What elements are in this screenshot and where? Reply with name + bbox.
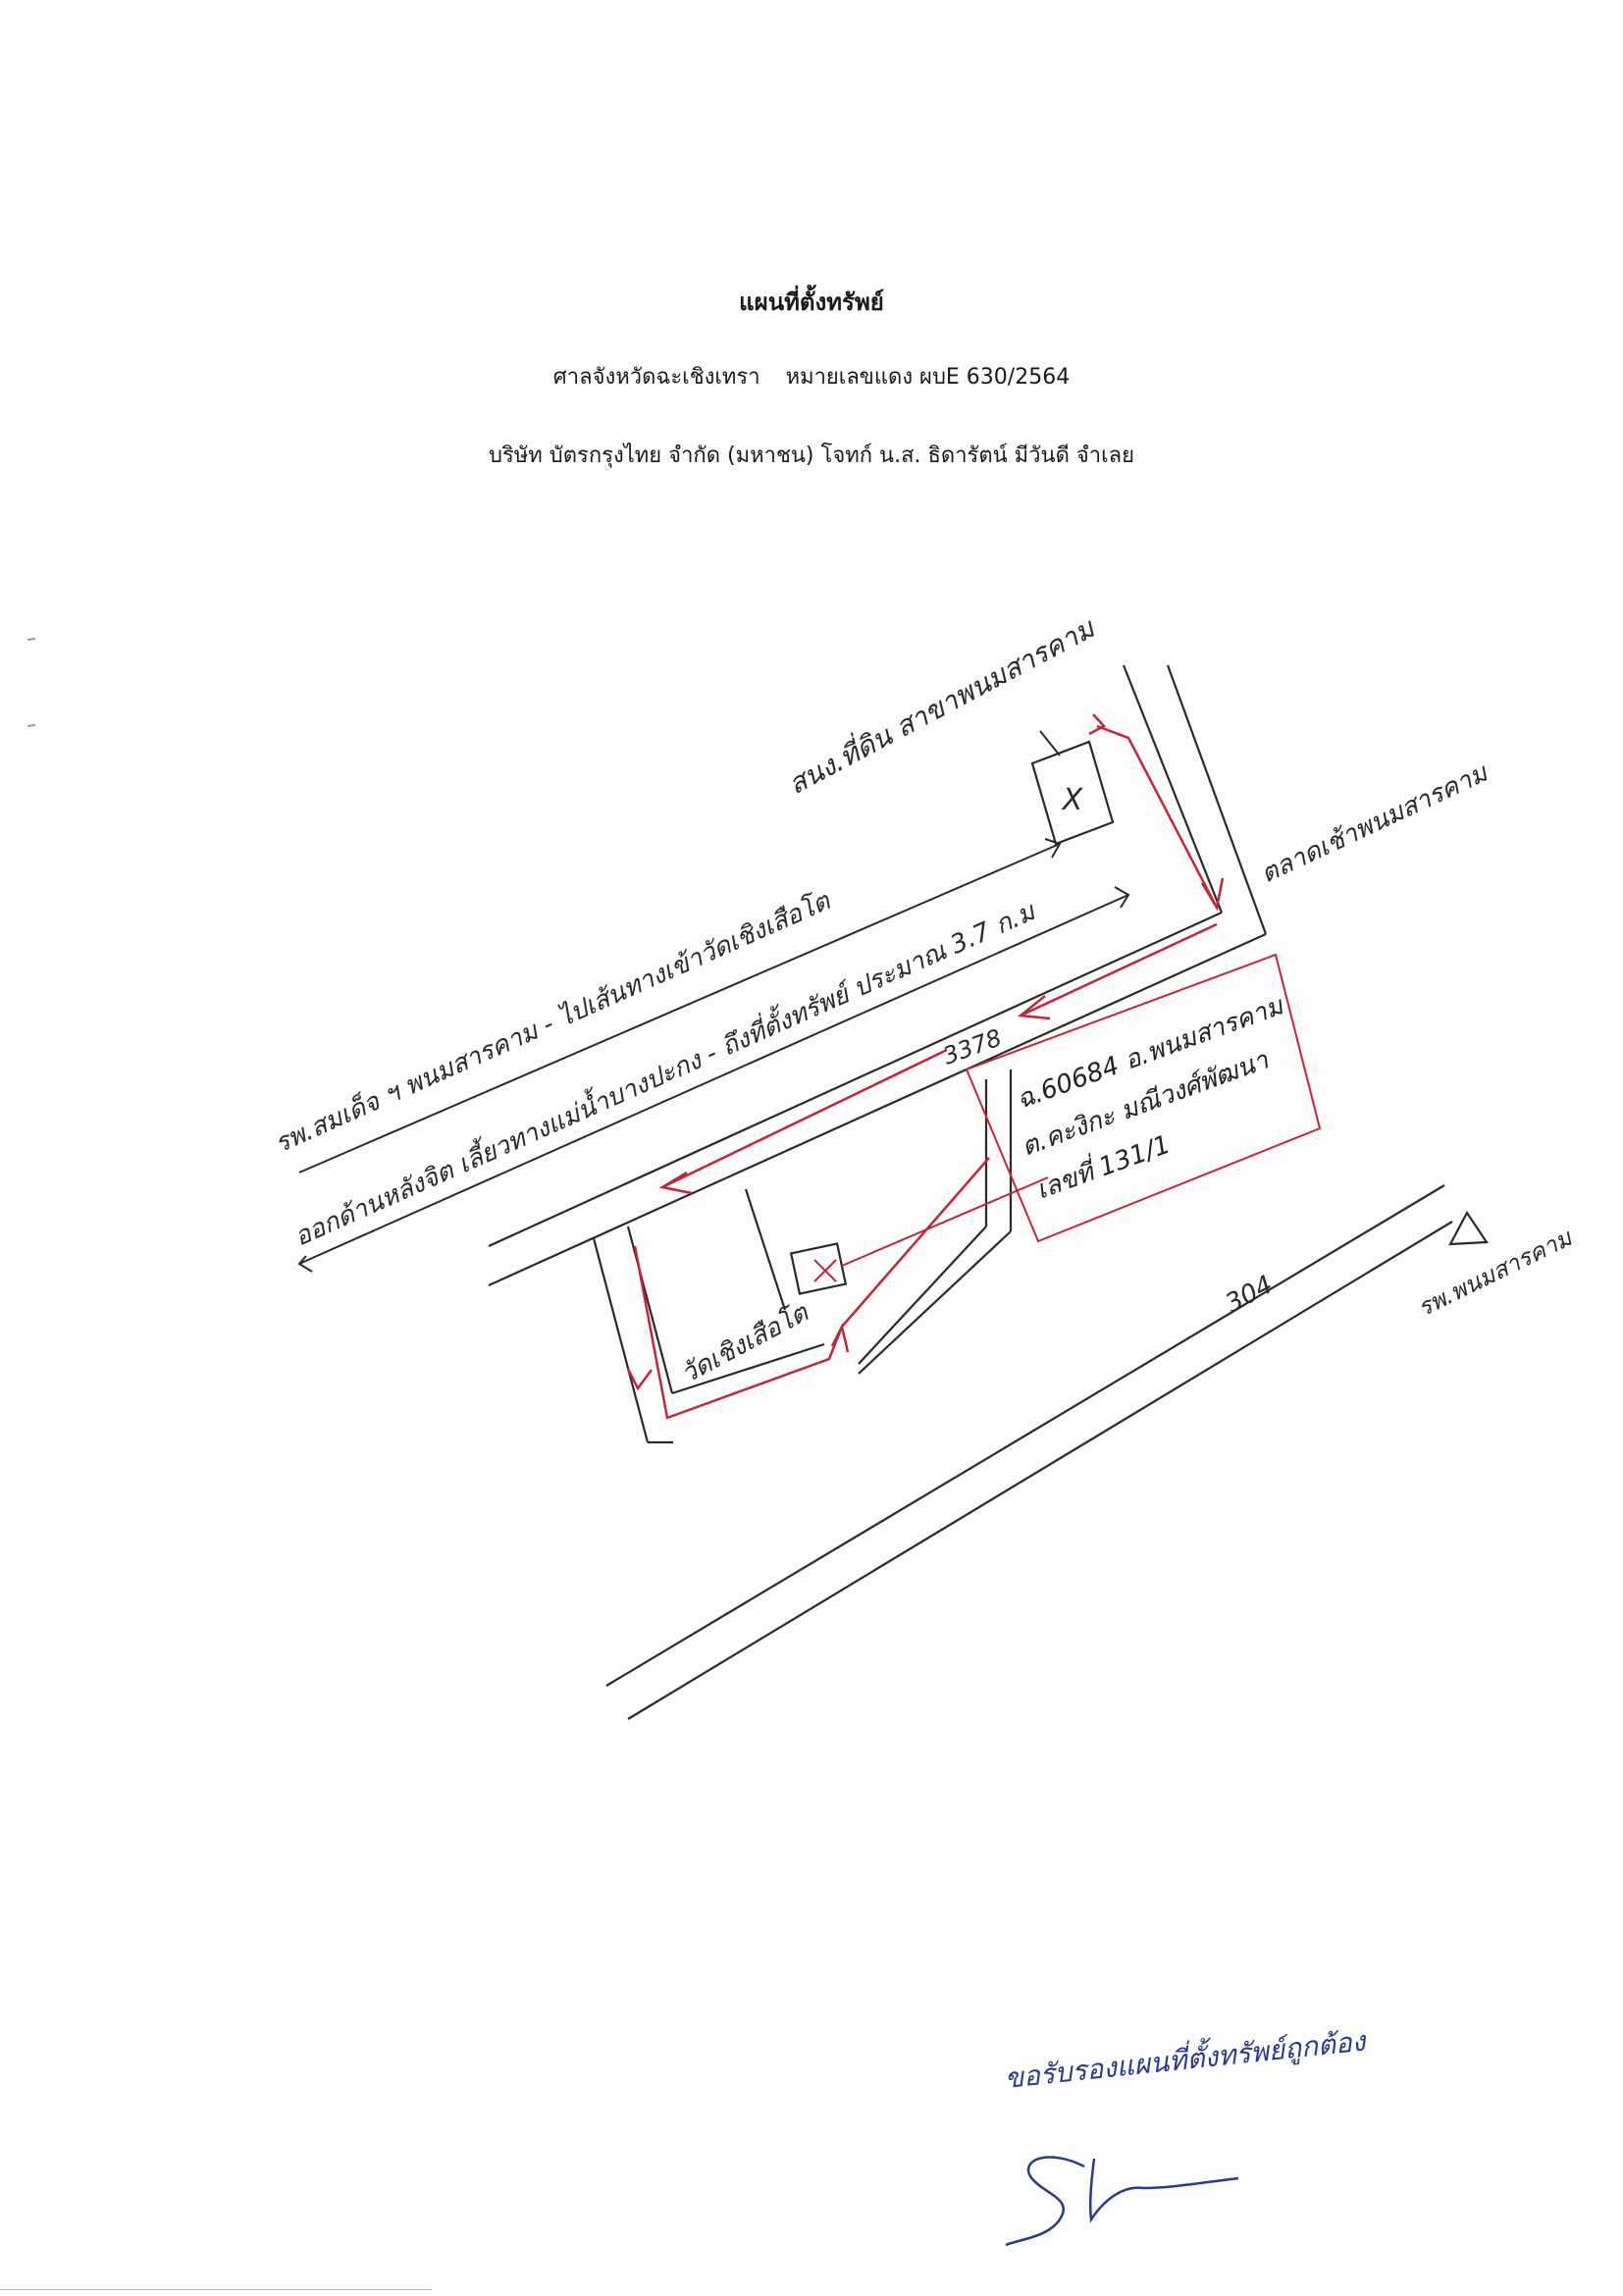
road-number-304: 304 xyxy=(1221,1270,1278,1319)
hospital-marker-icon xyxy=(1448,1210,1489,1246)
property-site-square xyxy=(789,1242,848,1295)
market-label: ตลาดเช้าพนมสารคาม xyxy=(1256,757,1493,889)
temple-label: วัดเชิงเสือโต xyxy=(676,1297,814,1390)
land-office-marker: X xyxy=(1030,730,1115,846)
hospital-label: รพ.พนมสารคาม xyxy=(1413,1224,1577,1323)
road-note-arrows xyxy=(297,838,1130,1273)
road-to-market xyxy=(1122,664,1268,935)
land-office-label: สนง.ที่ดิน สาขาพนมสารคาม xyxy=(781,608,1101,801)
route-path xyxy=(633,724,1219,1420)
signature: S xyxy=(1005,2156,1239,2247)
property-info-box: ฉ.60684 อ.พนมสารคาม ต.คะงิกะ มณีวงศ์พัฒน… xyxy=(965,953,1322,1243)
callout-pointer xyxy=(841,1176,1049,1267)
site-marker-x: X xyxy=(1061,783,1084,817)
road-3378 xyxy=(488,911,1267,1287)
signature-mark: S xyxy=(1021,2226,1022,2228)
court-name: ศาลจังหวัดฉะเชิงเทรา xyxy=(552,365,760,390)
bottom-divider xyxy=(0,2289,432,2290)
route-arrows xyxy=(626,713,1225,1391)
highway-304 xyxy=(605,1184,1453,1720)
road-number-3378: 3378 xyxy=(939,1023,1005,1070)
case-number: หมายเลขแดง ผบE 630/2564 xyxy=(785,365,1071,390)
margin-mark xyxy=(26,724,36,727)
certification-text: ขอรับรองแผนที่ตั้งทรัพย์ถูกต้อง xyxy=(1003,2020,1369,2096)
document-title: แผนที่ตั้งทรัพย์ xyxy=(739,288,884,316)
court-case-line: ศาลจังหวัดฉะเชิงเทรา หมายเลขแดง ผบE 630/2… xyxy=(0,359,1623,393)
parties-line: บริษัท บัตรกรุงไทย จำกัด (มหาชน) โจทก์ น… xyxy=(489,444,1134,468)
margin-mark xyxy=(26,638,36,641)
temple-access-roads xyxy=(592,1070,1013,1444)
road-directions-line-2: ออกด้านหลังจิต เลี้ยวทางแม่น้ำบางปะกง - … xyxy=(288,892,1041,1252)
